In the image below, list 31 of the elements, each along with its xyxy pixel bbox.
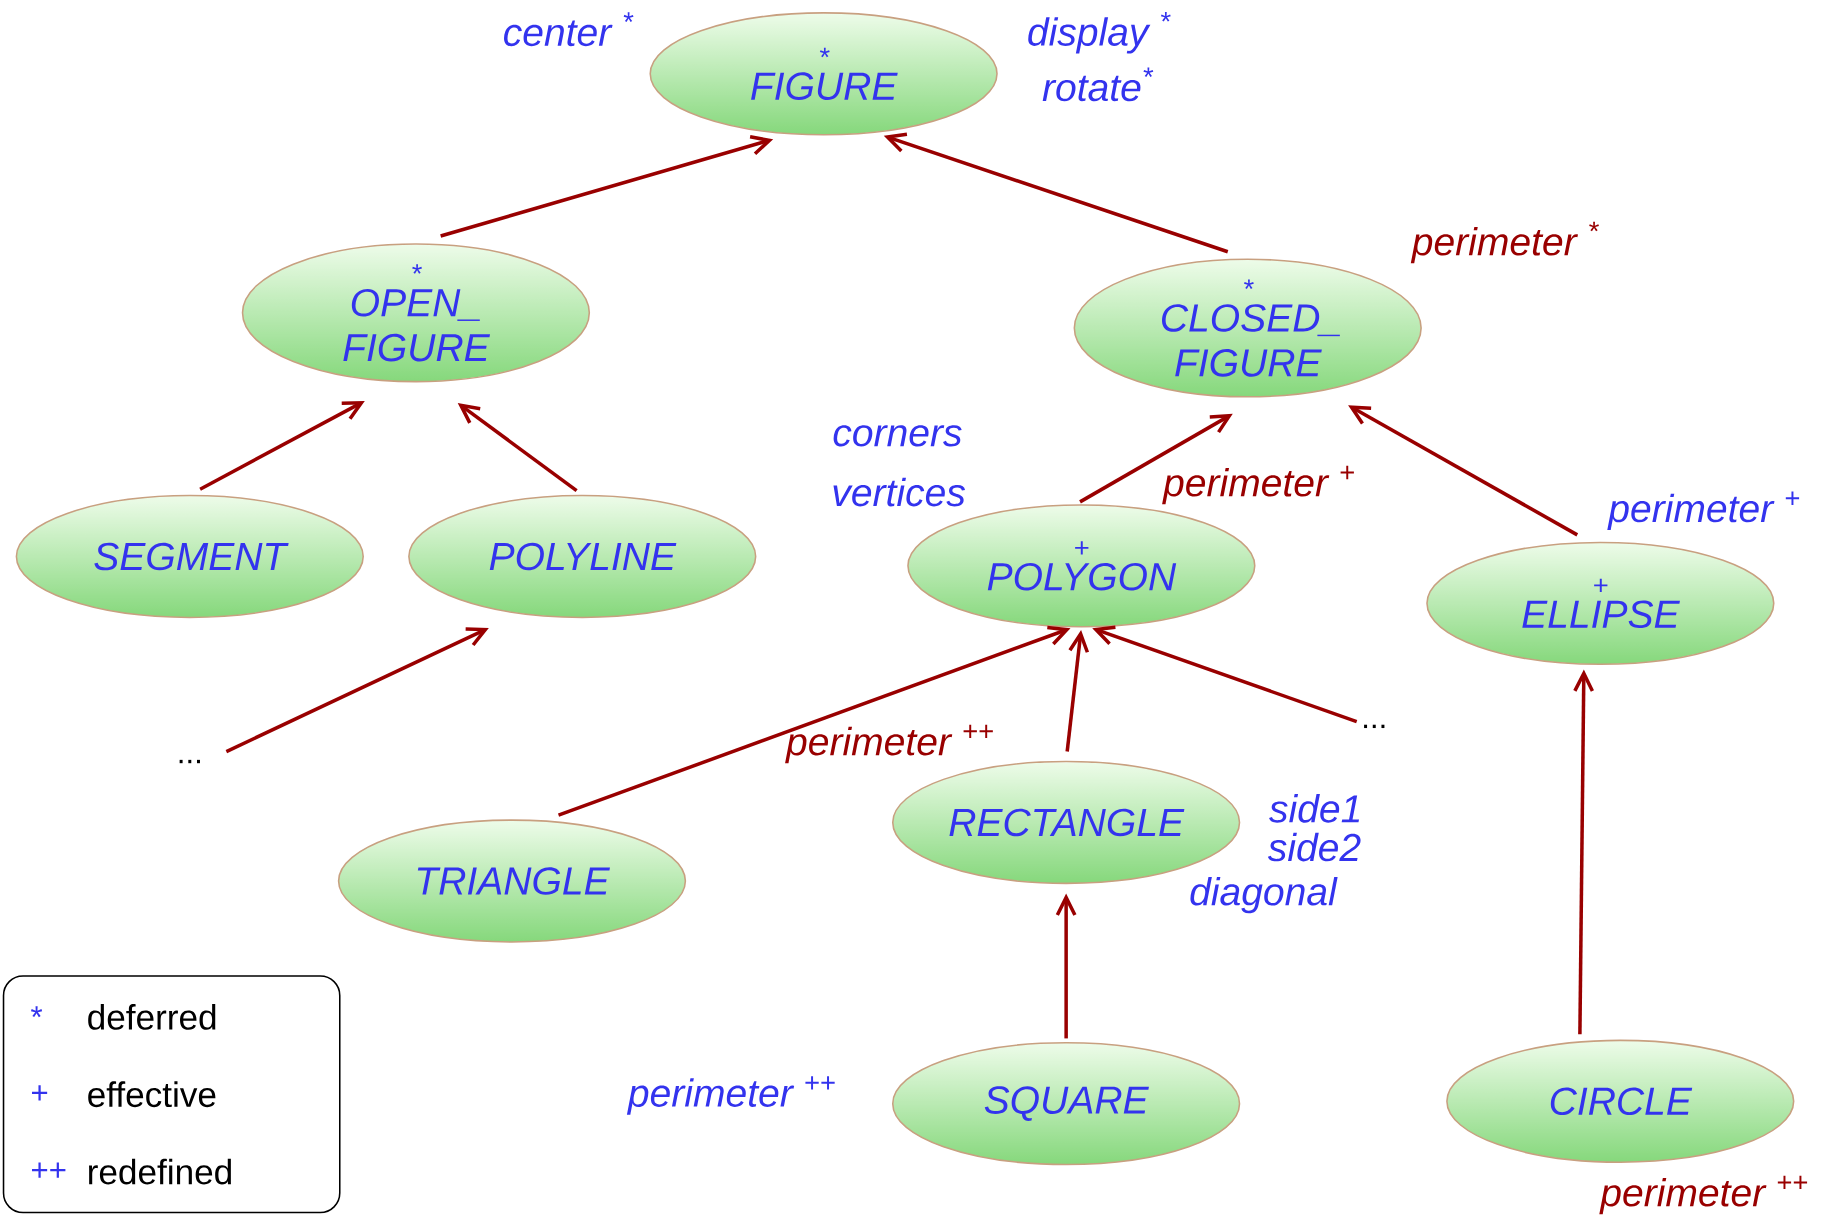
arrow: [1079, 413, 1233, 504]
arrow: [440, 135, 774, 238]
legend-symbol: +: [32, 1085, 48, 1101]
arrow: [1348, 405, 1579, 537]
legend-text: effective: [88, 1081, 216, 1108]
arrow: [457, 402, 578, 492]
feature-label: side1: [1269, 793, 1359, 823]
feature-label: perimeter $^{++}$: [626, 1076, 835, 1115]
legend-text: redefined: [89, 1158, 231, 1185]
feature-label: corners: [833, 425, 962, 447]
feature-label: display $^{*}$: [1028, 11, 1171, 54]
arrow: [557, 625, 1071, 817]
arrow: [199, 400, 365, 491]
ellipsis-text: ...: [1364, 724, 1385, 728]
feature-label: perimeter $^{+}$: [1162, 465, 1354, 505]
ellipsis-text: ...: [179, 759, 200, 764]
feature-label: vertices: [833, 477, 966, 507]
feature-label: side2: [1267, 832, 1361, 862]
legend-symbol: ++: [32, 1162, 66, 1178]
feature-label: rotate$^{*}$: [1042, 67, 1154, 102]
legend-text: deferred: [88, 1003, 216, 1030]
feature-label: perimeter $^{++}$: [1599, 1175, 1808, 1215]
arrow: [1055, 893, 1077, 1039]
arrow: [883, 132, 1229, 254]
arrow: [225, 627, 489, 753]
feature-label: center $^{*}$: [504, 12, 634, 47]
legend-symbol: *: [30, 1006, 43, 1017]
arrow: [1092, 625, 1358, 724]
arrow: [1573, 669, 1594, 1035]
arrow: [1065, 629, 1090, 752]
feature-label: perimeter $^{+}$: [1607, 491, 1800, 530]
